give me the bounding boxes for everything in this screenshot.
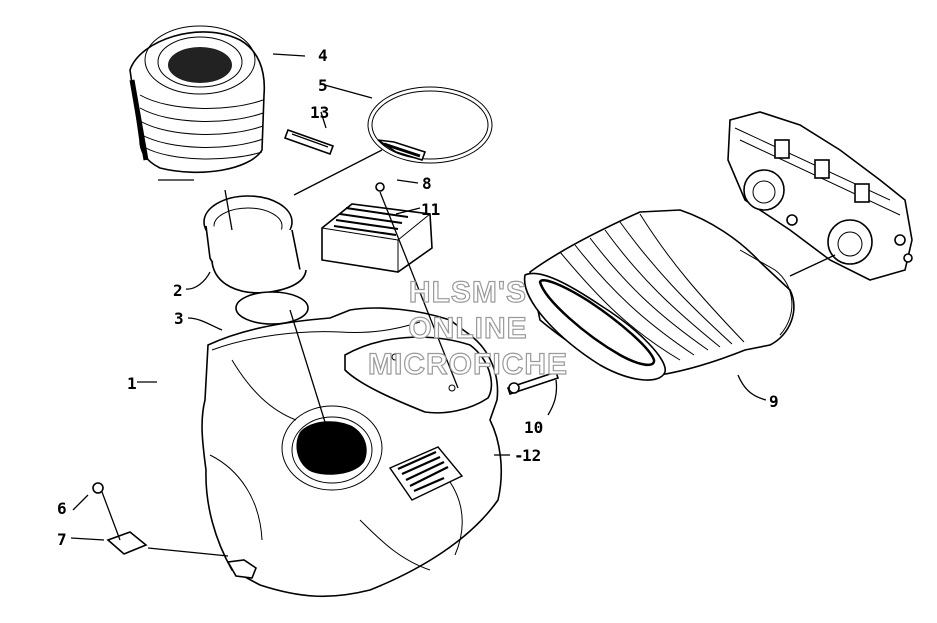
warning-decal xyxy=(388,446,464,501)
callout-12: 12 xyxy=(522,446,541,465)
callout-11: 11 xyxy=(421,200,440,219)
callout-9: 9 xyxy=(769,392,779,411)
part-9-intake-boot xyxy=(523,209,795,381)
part-4-bellows xyxy=(129,25,266,181)
callout-7: 7 xyxy=(57,530,67,549)
watermark-line-1: HLSM'S xyxy=(409,276,527,309)
watermark: HLSM'S ONLINE MICROFICHE xyxy=(367,275,568,381)
callout-5: 5 xyxy=(318,76,328,95)
callout-10: 10 xyxy=(524,418,543,437)
part-1-airbox-housing xyxy=(201,307,503,598)
carburetor-assembly xyxy=(727,111,913,281)
watermark-line-3: MICROFICHE xyxy=(368,348,568,381)
part-7-clip xyxy=(106,531,148,555)
callout-3: 3 xyxy=(174,309,184,328)
callout-1: 1 xyxy=(127,374,137,393)
callout-13: 13 xyxy=(310,103,329,122)
watermark-line-2: ONLINE xyxy=(408,312,527,345)
part-6-fastener xyxy=(92,482,104,494)
callout-2: 2 xyxy=(173,281,183,300)
airbox-inlet-opening xyxy=(296,421,367,475)
part-2-intake-adapter xyxy=(203,195,309,325)
callout-12-dash: - xyxy=(514,446,524,465)
part-13-plate xyxy=(283,128,335,156)
part-11-filter-cassette xyxy=(321,182,433,273)
callout-4: 4 xyxy=(318,46,328,65)
callout-8: 8 xyxy=(422,174,432,193)
airbox-inlet-ring xyxy=(281,405,383,491)
part-5-clamp-ring xyxy=(367,86,493,164)
callout-6: 6 xyxy=(57,499,67,518)
leader-lines xyxy=(70,53,836,557)
part-10-screw xyxy=(506,370,560,396)
